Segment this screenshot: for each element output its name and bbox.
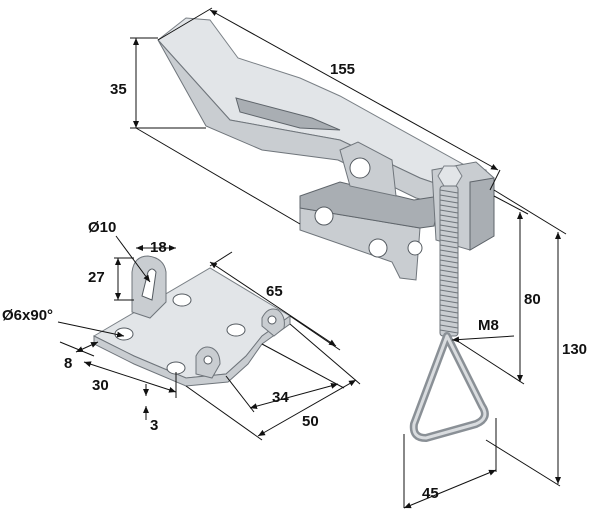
dim-35: 35 — [110, 81, 127, 98]
dim-m8: M8 — [478, 317, 499, 334]
threaded-rod — [439, 185, 459, 337]
dim-65: 65 — [266, 283, 283, 300]
plate-hole-2 — [226, 323, 246, 337]
dim-27: 27 — [88, 269, 105, 286]
hook-slot — [141, 268, 157, 301]
dim-d10: Ø10 — [88, 219, 116, 236]
mount-hole-3 — [407, 240, 423, 256]
dim-80: 80 — [524, 291, 541, 308]
mount-hole-2 — [368, 238, 388, 258]
pivot-hole — [349, 157, 371, 179]
ear-front-hole — [203, 355, 213, 365]
dim-34: 34 — [272, 389, 289, 406]
dim-countersink: Ø6x90° — [2, 307, 53, 324]
dim-130: 130 — [562, 341, 587, 358]
dim-50: 50 — [302, 413, 319, 430]
dim-155: 155 — [330, 61, 355, 78]
dim-45: 45 — [422, 485, 439, 502]
plate-hole-1 — [172, 293, 192, 307]
ear-right-hole — [267, 315, 277, 325]
dim-18: 18 — [150, 239, 167, 256]
dim-8: 8 — [64, 355, 72, 372]
front-block-face — [469, 177, 495, 251]
dimensions: 155 35 80 130 M8 45 65 Ø10 — [2, 7, 587, 509]
plate-top — [92, 267, 291, 379]
mount-hole-1 — [314, 206, 334, 226]
dim-30: 30 — [92, 377, 109, 394]
counter-plate — [92, 255, 291, 387]
plate-hole-3 — [114, 327, 134, 341]
dim-3: 3 — [150, 417, 158, 434]
